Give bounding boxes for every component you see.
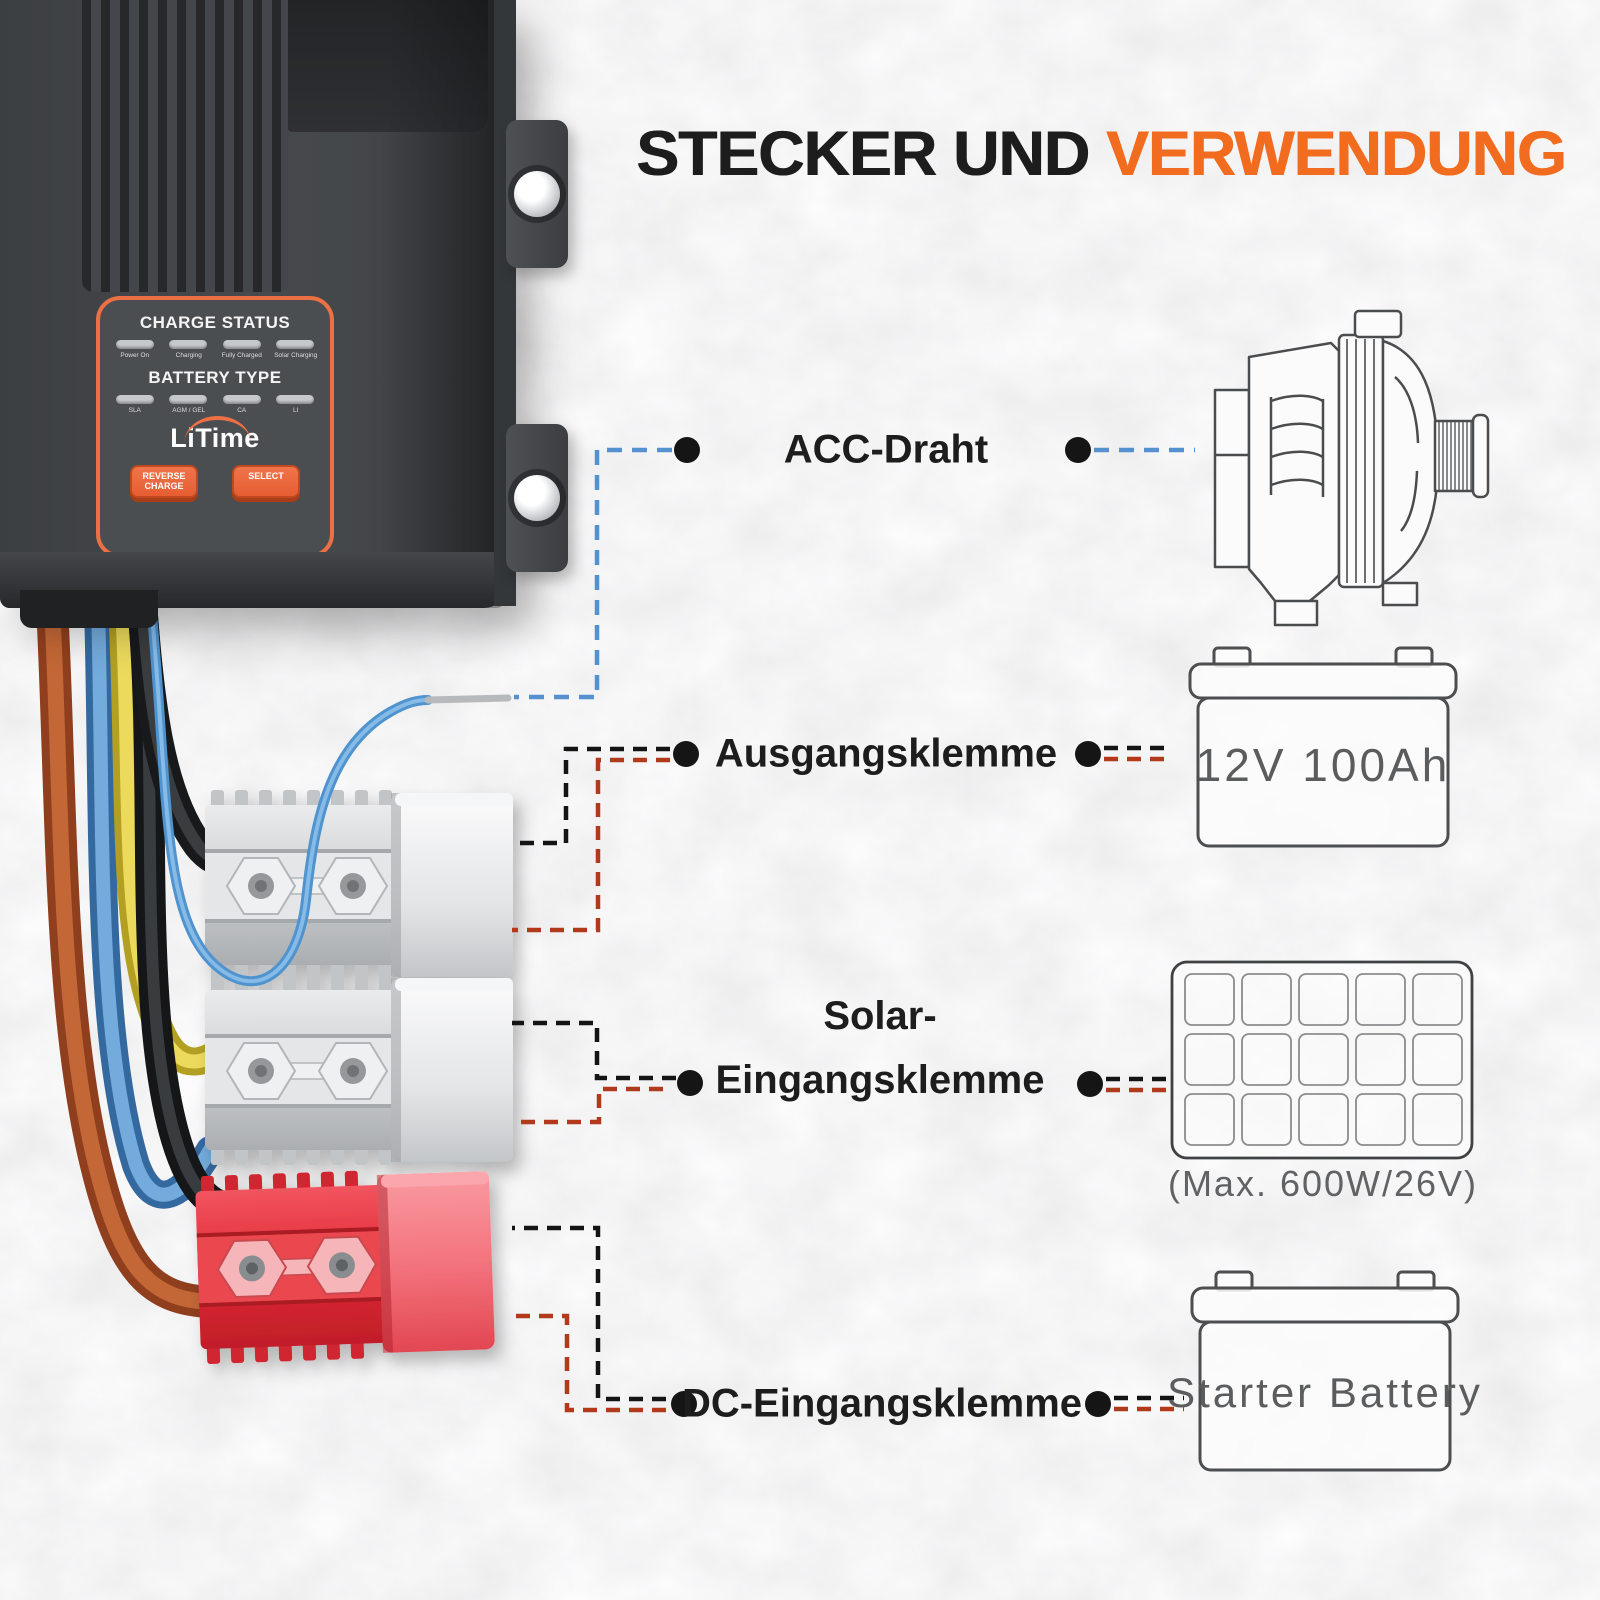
led-solar-charging: Solar Charging	[269, 340, 323, 359]
annotation-dot	[1077, 1071, 1103, 1097]
battery-charger-device: CHARGE STATUS Power On Charging Fully Ch…	[0, 0, 506, 628]
annotation-dot	[674, 437, 700, 463]
annotation-dot	[1065, 437, 1091, 463]
led-indicator	[169, 340, 208, 349]
brand-logo: LiTime	[100, 416, 330, 454]
output-dash-left-black	[512, 746, 670, 846]
wire-acc-bare-tip	[424, 694, 512, 704]
led-li: LI	[269, 395, 323, 414]
page-title: STECKER UND VERWENDUNG	[636, 118, 1585, 190]
led-indicator	[115, 340, 154, 349]
solar-input-terminal-connector	[204, 974, 514, 1166]
led-ca: CA	[215, 395, 269, 414]
annotation-label-solar: Solar- Eingangsklemme	[715, 994, 1045, 1102]
output-terminal-connector	[204, 789, 514, 981]
annotation-dot	[677, 1070, 703, 1096]
led-charging: Charging	[162, 340, 216, 359]
annotation-label-dc: DC-Eingangsklemme	[681, 1381, 1083, 1426]
led-sla: SLA	[108, 395, 162, 414]
led-indicator	[169, 395, 208, 404]
output-dash-left-red	[512, 757, 670, 933]
solar-dash-left-red	[512, 1086, 663, 1125]
reverse-charge-button: REVERSE CHARGE	[130, 465, 198, 498]
led-power-on: Power On	[108, 340, 162, 359]
solar-panel-icon	[1170, 960, 1474, 1160]
charge-status-led-row: Power On Charging Fully Charged Solar Ch…	[108, 340, 322, 359]
mounting-tab-top	[506, 120, 568, 268]
screw-icon	[514, 171, 560, 217]
battery-type-led-row: SLA AGM / GEL CA LI	[108, 395, 322, 414]
alternator-icon	[1213, 309, 1490, 627]
annotation-label-output: Ausgangsklemme	[714, 731, 1058, 776]
led-indicator	[222, 340, 261, 349]
screw-icon	[514, 475, 560, 521]
logo-swoosh-icon	[184, 416, 251, 442]
annotation-dot	[673, 741, 699, 767]
annotation-dot	[1085, 1391, 1111, 1417]
starter-battery-label: Starter Battery	[1167, 1369, 1483, 1416]
annotation-dot	[1075, 741, 1101, 767]
dc-dash-left-black	[512, 1225, 666, 1402]
battery-type-heading: BATTERY TYPE	[148, 368, 282, 387]
select-button: SELECT	[232, 465, 300, 498]
led-indicator	[276, 395, 315, 404]
annotation-dot	[671, 1391, 697, 1417]
solar-panel-caption: (Max. 600W/26V)	[1167, 1163, 1479, 1204]
charger-top-cover	[288, 0, 488, 132]
title-part-orange: VERWENDUNG	[1105, 119, 1567, 189]
charger-side-shading	[386, 0, 506, 608]
wire-exit-gland	[20, 590, 158, 628]
output-battery-label: 12V 100Ah	[1195, 739, 1451, 791]
led-agm-gel: AGM / GEL	[162, 395, 216, 414]
led-indicator	[115, 395, 154, 404]
solar-dash-left-black	[512, 1020, 676, 1081]
dc-dash-left-red	[512, 1313, 666, 1413]
led-indicator	[222, 395, 261, 404]
led-fully-charged: Fully Charged	[215, 340, 269, 359]
annotation-label-acc: ACC-Draht	[783, 427, 989, 472]
charge-status-heading: CHARGE STATUS	[139, 313, 291, 332]
charger-control-panel: CHARGE STATUS Power On Charging Fully Ch…	[96, 296, 334, 558]
acc-dash-left	[514, 447, 672, 700]
title-part-black: STECKER UND	[636, 119, 1090, 189]
dc-input-terminal-connector	[193, 1165, 497, 1366]
mounting-tab-bottom	[506, 424, 568, 572]
led-indicator	[276, 340, 315, 349]
heat-vent-grille	[82, 0, 290, 292]
